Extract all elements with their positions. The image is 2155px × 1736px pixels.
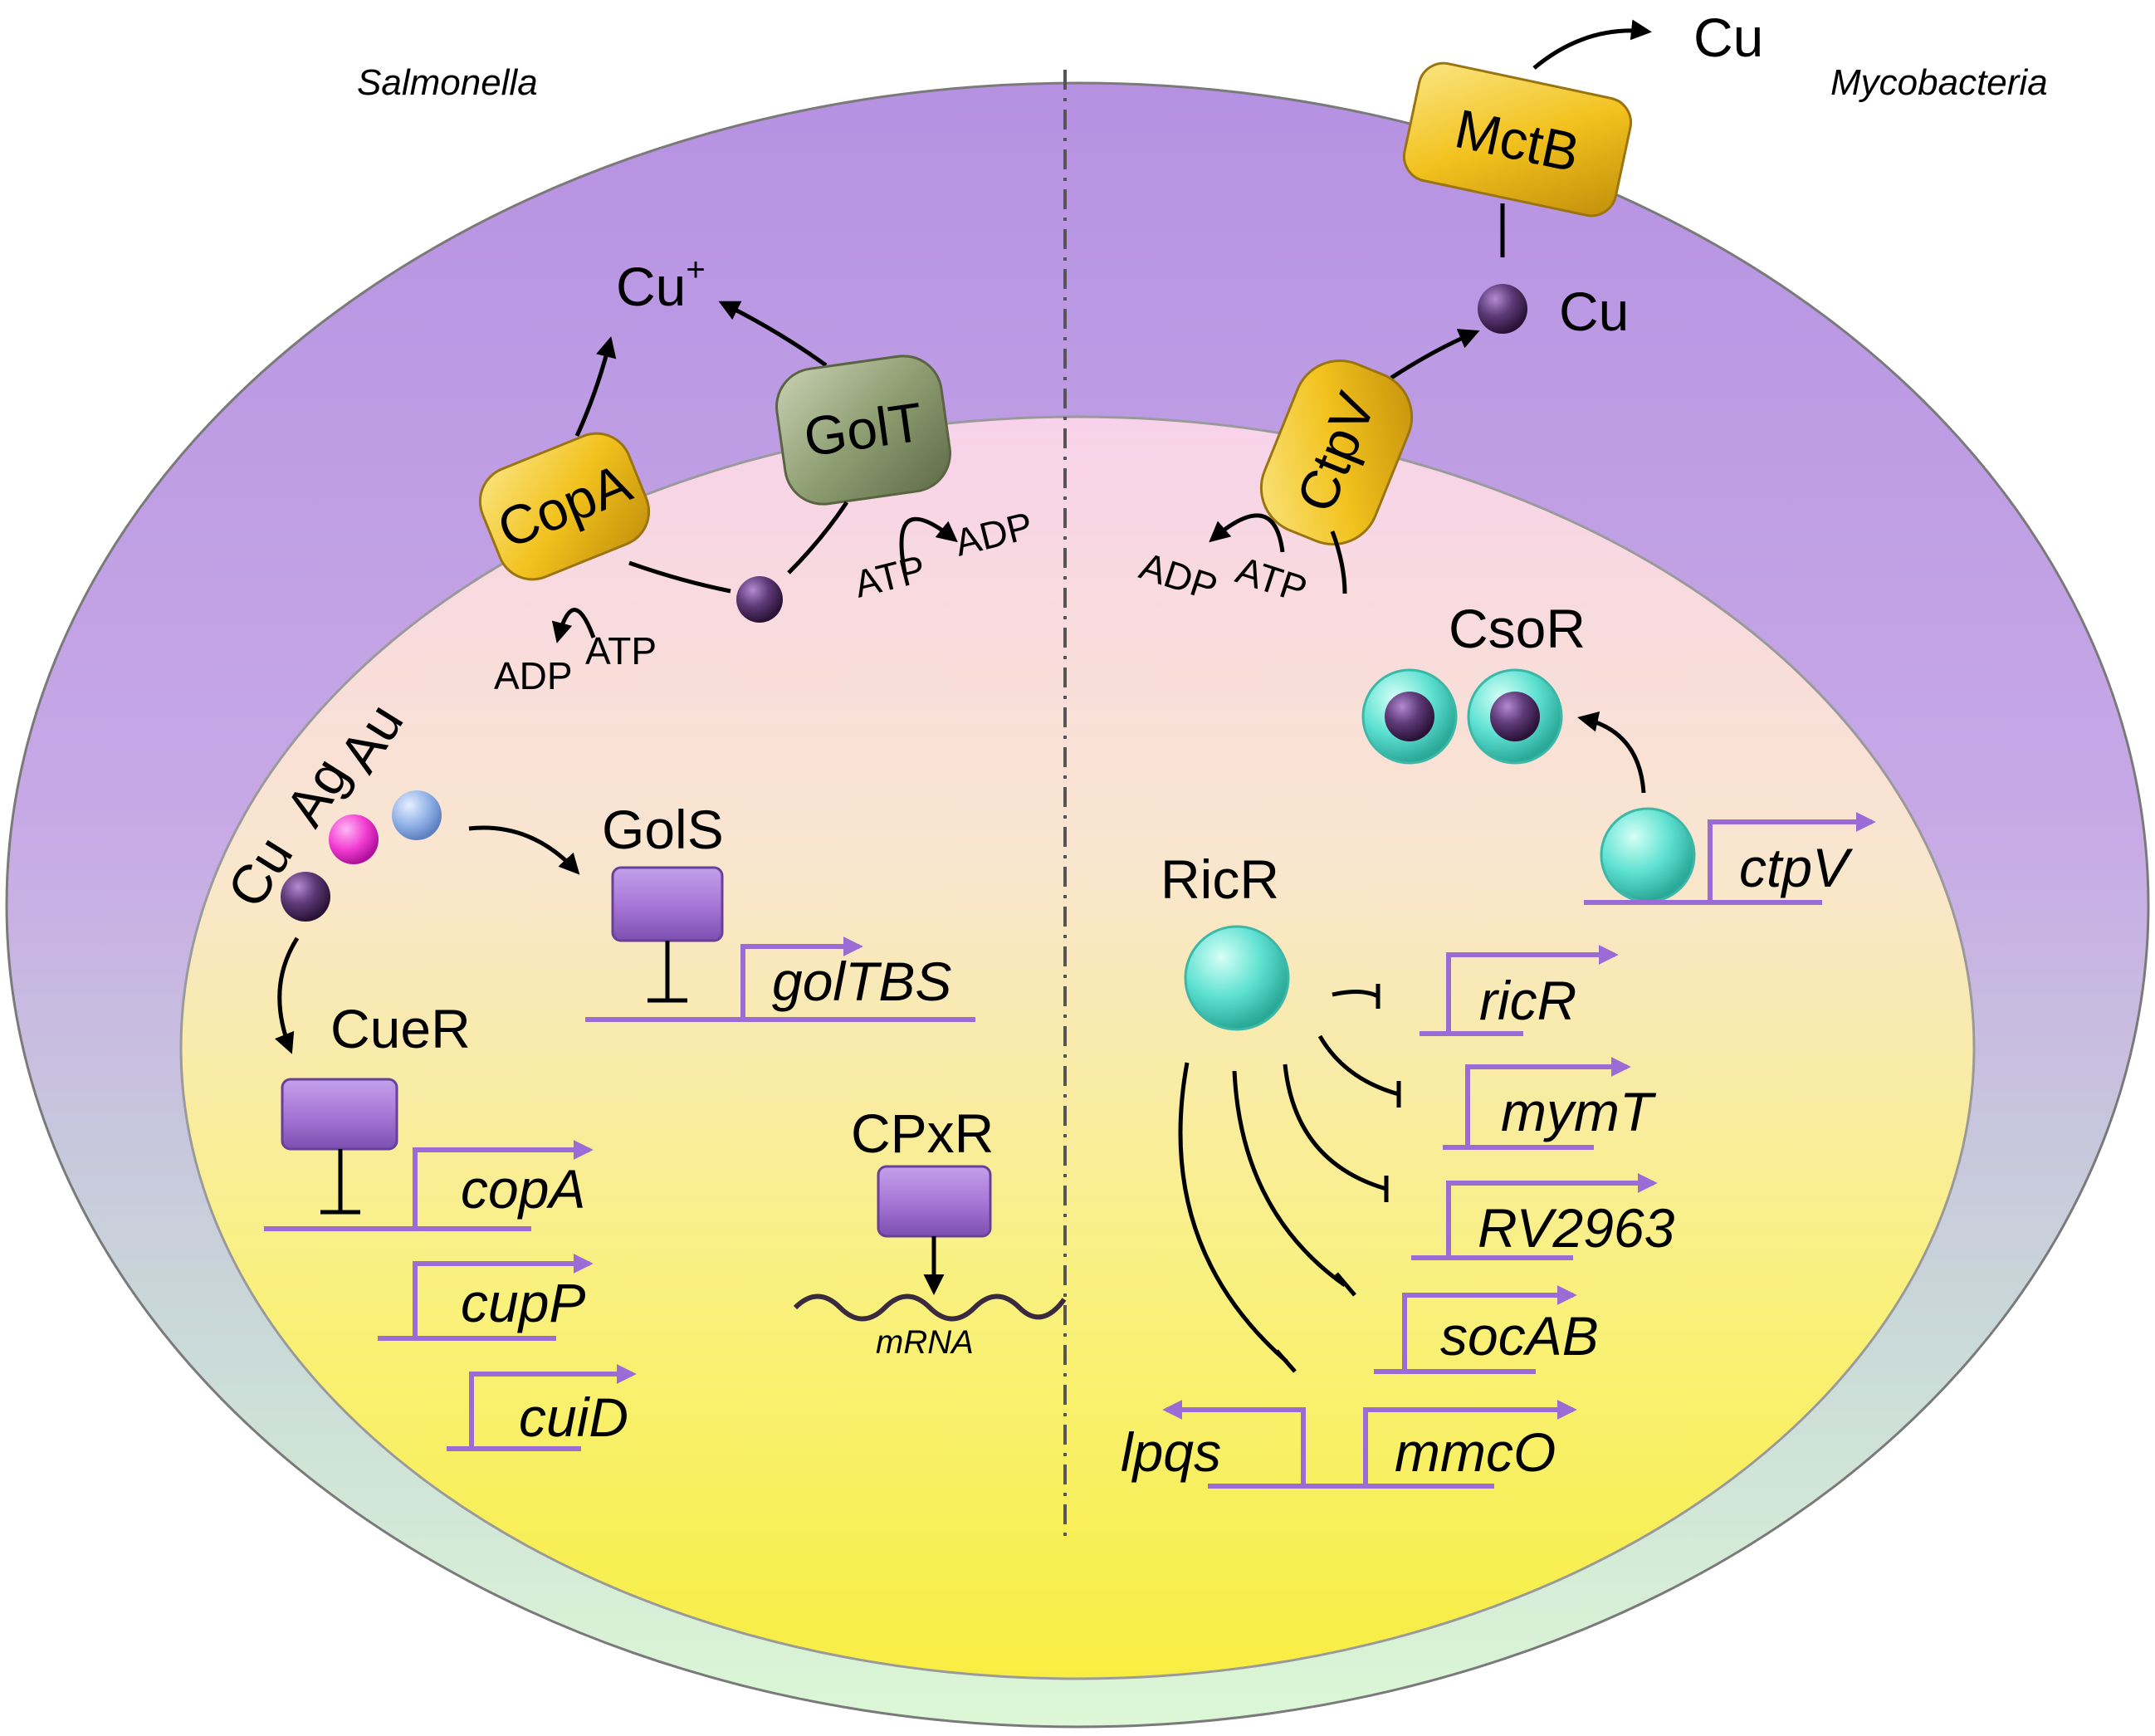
metal-to-cuer-arrow [274, 936, 300, 1054]
copa-protein: CopA [478, 432, 651, 581]
copa-adp: ADP [494, 654, 573, 697]
socab-promoter [1402, 1285, 1577, 1372]
ctpv-export-arrow [1390, 329, 1480, 380]
cu-periplasm-label: Cu [1559, 281, 1629, 342]
ricr-repress-operon [1178, 1062, 1297, 1373]
rv2963-promoter [1446, 1173, 1658, 1258]
mymt-promoter [1465, 1057, 1631, 1147]
gene-ctpv: ctpV [1739, 837, 1854, 898]
ricr-protein [1184, 925, 1290, 1031]
copa-atp-arrow [551, 608, 596, 643]
mctb-protein: MctB [1402, 61, 1633, 218]
gols-label: GolS [602, 799, 724, 860]
copa-export-arrow [574, 336, 617, 438]
copa-tail [628, 560, 731, 594]
mmco-promoter [1363, 1400, 1577, 1486]
cu-plus-label: Cu+ [616, 252, 706, 317]
cpxr-regulator-box [877, 1165, 992, 1238]
gene-copa: copA [461, 1158, 585, 1220]
gene-lpqs: lpqs [1121, 1421, 1221, 1483]
golt-export-arrow [718, 301, 828, 368]
cupp-promoter [413, 1254, 594, 1338]
ricr-repress-socab [1232, 1070, 1356, 1297]
metal-to-gols-arrow [468, 825, 580, 875]
mctb-export-arrow [1532, 19, 1652, 70]
gene-socab: socAB [1440, 1305, 1599, 1367]
csor-label: CsoR [1449, 598, 1586, 659]
golt-atp-arrow [899, 516, 958, 574]
gols-repression [647, 941, 687, 1003]
gols-regulator-box [611, 866, 724, 942]
cu-ion-periplasm-right [1478, 284, 1527, 334]
mrna-label: mRNA [876, 1324, 974, 1361]
gene-mmco: mmcO [1395, 1421, 1556, 1483]
organism-label-right: Mycobacteria [1830, 62, 2048, 103]
cu-ion-periplasm-left [736, 576, 783, 623]
ricr-label: RicR [1161, 848, 1279, 910]
golt-tail [787, 501, 849, 575]
gene-mymt: mymT [1501, 1081, 1657, 1142]
golt-protein: GolT [775, 355, 951, 506]
ctpv-tail [1330, 531, 1347, 594]
csor-dimer [1361, 668, 1563, 765]
gene-cuid: cuiD [519, 1386, 628, 1448]
metal-au-ion [392, 790, 442, 840]
ricr-repress-mymt [1317, 1034, 1401, 1108]
gene-rv2963: RV2963 [1478, 1197, 1675, 1259]
gene-goltbs: golTBS [772, 951, 951, 1012]
metal-cu-ion [281, 872, 330, 922]
copa-promoter [413, 1140, 594, 1229]
ricr-repress-ricr [1332, 984, 1380, 1009]
ctpv-protein: CtpV [1259, 359, 1414, 546]
organism-label-left: Salmonella [357, 62, 538, 103]
csor-monomer [1600, 807, 1696, 903]
cuer-repression [320, 1149, 360, 1215]
ricr-repress-rv2963 [1283, 1064, 1389, 1202]
copa-atp: ATP [585, 629, 657, 672]
mrna-strand [793, 1293, 1067, 1322]
ctpv-to-csor-arrow [1577, 711, 1646, 794]
ctpv-promoter [1708, 812, 1876, 902]
gene-ricr: ricR [1479, 970, 1576, 1031]
gene-cupp: cupP [461, 1272, 585, 1333]
lpqs-promoter [1162, 1400, 1306, 1486]
cu-out-label: Cu [1693, 7, 1763, 68]
ctpv-atp-arrow [1209, 513, 1285, 553]
metal-ag-ion [329, 814, 379, 864]
cuer-regulator-box [281, 1078, 398, 1151]
cuid-promoter [469, 1364, 637, 1449]
ricr-promoter [1446, 945, 1619, 1034]
goltbs-promoter [740, 936, 863, 1020]
cpxr-label: CPxR [851, 1103, 994, 1164]
cuer-label: CueR [330, 998, 471, 1059]
